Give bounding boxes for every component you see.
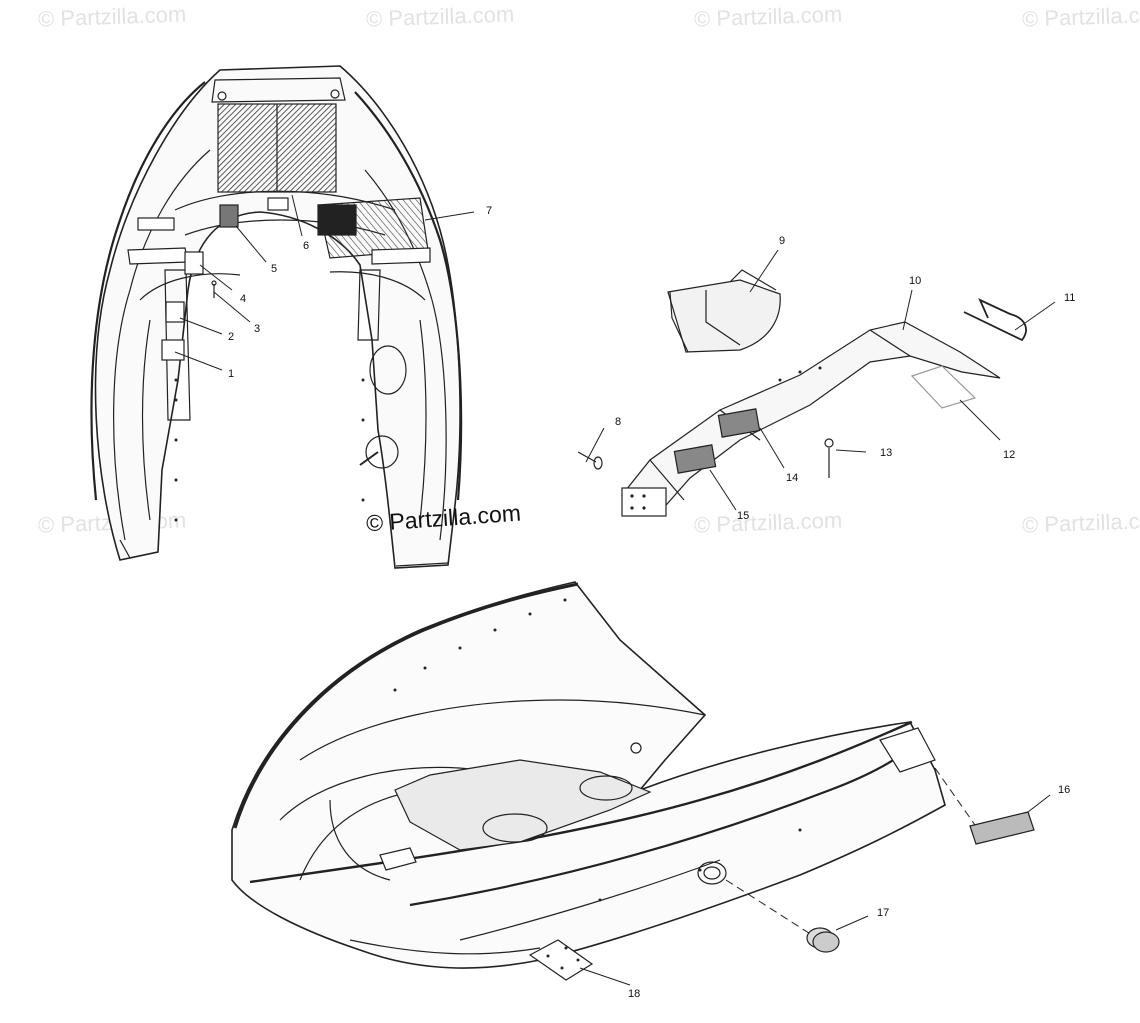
- callout-1: 1: [228, 368, 235, 380]
- callout-17: 17: [877, 907, 890, 919]
- callout-6: 6: [303, 240, 310, 252]
- callout-15: 15: [737, 510, 750, 522]
- rail-parts-view: [577, 269, 1027, 517]
- callout-4: 4: [240, 293, 247, 305]
- leader-lines: [174, 194, 475, 371]
- hood-side-view: [231, 581, 1035, 981]
- callout-14: 14: [786, 472, 799, 484]
- callout-5: 5: [271, 263, 278, 275]
- callout-18: 18: [628, 988, 641, 1000]
- hood-interior-view: [90, 65, 463, 569]
- leader-lines: [585, 249, 1056, 511]
- callout-10: 10: [909, 275, 922, 287]
- callout-2: 2: [228, 331, 235, 343]
- callout-7: 7: [486, 205, 493, 217]
- callout-13: 13: [880, 447, 893, 459]
- callout-3: 3: [254, 323, 261, 335]
- callout-12: 12: [1003, 449, 1016, 461]
- leader-lines: [579, 767, 1051, 986]
- callout-8: 8: [615, 416, 622, 428]
- callout-11: 11: [1064, 292, 1076, 304]
- callout-16: 16: [1058, 784, 1071, 796]
- callout-9: 9: [779, 235, 786, 247]
